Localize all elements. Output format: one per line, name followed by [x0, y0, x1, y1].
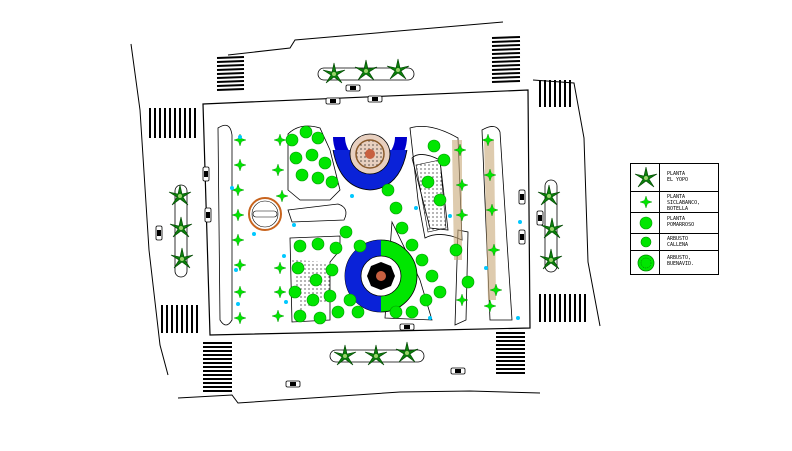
- legend-label: ARBUSTO, BUENAVID.: [667, 255, 695, 267]
- round-tree-icon: [633, 213, 660, 233]
- kiosk-icon: [248, 197, 282, 231]
- median-planter-right: [537, 179, 564, 273]
- median-planter-bottom: [329, 341, 425, 366]
- legend-row-bush: ARBUSTO CALLENA: [631, 234, 718, 251]
- bush-icon: [633, 234, 660, 250]
- median-planter-left: [168, 184, 194, 278]
- legend-label: PLANTA POMARROSO: [667, 216, 695, 228]
- crosswalk-icon: [149, 36, 586, 392]
- legend-row-star-shrub: PLANTA SICLABANCO, BOTELLA: [631, 192, 718, 213]
- fountain-icon: [332, 133, 408, 191]
- street-lines: [130, 21, 601, 404]
- legend-label: PLANTA EL YOPO: [667, 171, 689, 183]
- star-shrub-icon: [633, 192, 660, 212]
- legend-row-textured-bush: ARBUSTO, BUENAVID.: [631, 251, 718, 274]
- palm-tree-icon: [633, 164, 660, 191]
- legend-row-palm: PLANTA EL YOPO: [631, 164, 718, 192]
- median-planter-top: [317, 58, 415, 84]
- plaza-block-outline: [202, 89, 531, 336]
- textured-bush-icon: [633, 251, 660, 274]
- fountain-bottom: [344, 239, 418, 313]
- lamp-post-icon: [230, 135, 522, 320]
- legend: PLANTA EL YOPO PLANTA SICLABANCO, BOTELL…: [630, 163, 719, 275]
- legend-label: PLANTA SICLABANCO, BOTELLA: [667, 194, 701, 212]
- legend-label: ARBUSTO CALLENA: [667, 236, 689, 248]
- legend-row-round-tree: PLANTA POMARROSO: [631, 213, 718, 234]
